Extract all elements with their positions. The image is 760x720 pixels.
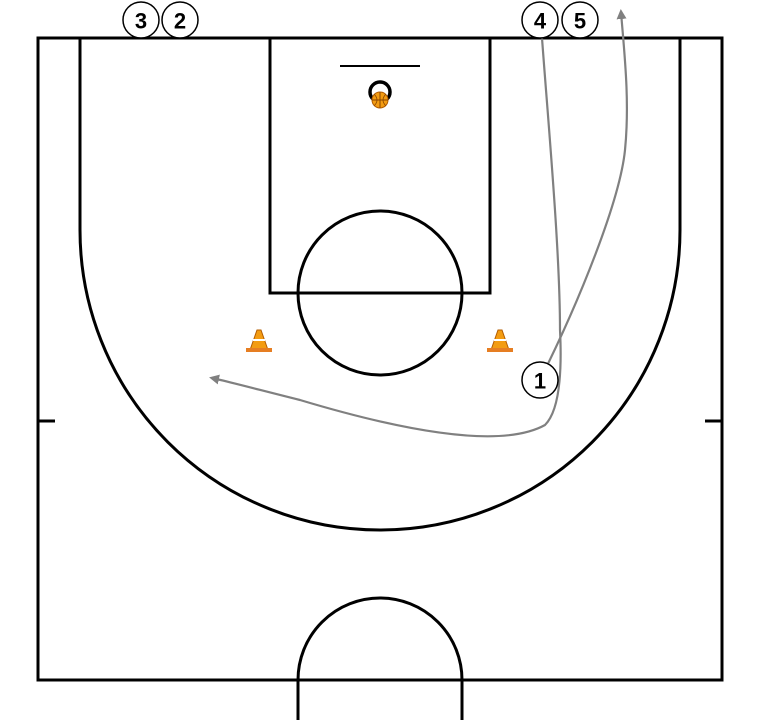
player-1-label: 1 xyxy=(534,369,546,394)
player-2-label: 2 xyxy=(174,9,186,34)
player-2: 2 xyxy=(161,1,199,39)
movement-path-4 xyxy=(209,37,562,438)
player-4: 4 xyxy=(521,1,559,39)
three-point-line xyxy=(78,38,682,532)
center-circle xyxy=(296,596,464,681)
player-5-label: 5 xyxy=(574,9,586,34)
basketball-icon xyxy=(371,91,389,109)
cone-icon xyxy=(246,329,272,352)
player-3-label: 3 xyxy=(135,9,147,34)
player-1: 1 xyxy=(521,361,559,399)
player-5: 5 xyxy=(561,1,599,39)
player-4-label: 4 xyxy=(534,9,547,34)
free-throw-circle xyxy=(296,209,464,377)
court-boundary xyxy=(36,36,724,682)
center-circle-lower xyxy=(296,680,464,720)
paint-key xyxy=(268,36,492,295)
player-3: 3 xyxy=(122,1,160,39)
cone-icon xyxy=(487,329,513,352)
movement-path-1 xyxy=(539,9,629,381)
